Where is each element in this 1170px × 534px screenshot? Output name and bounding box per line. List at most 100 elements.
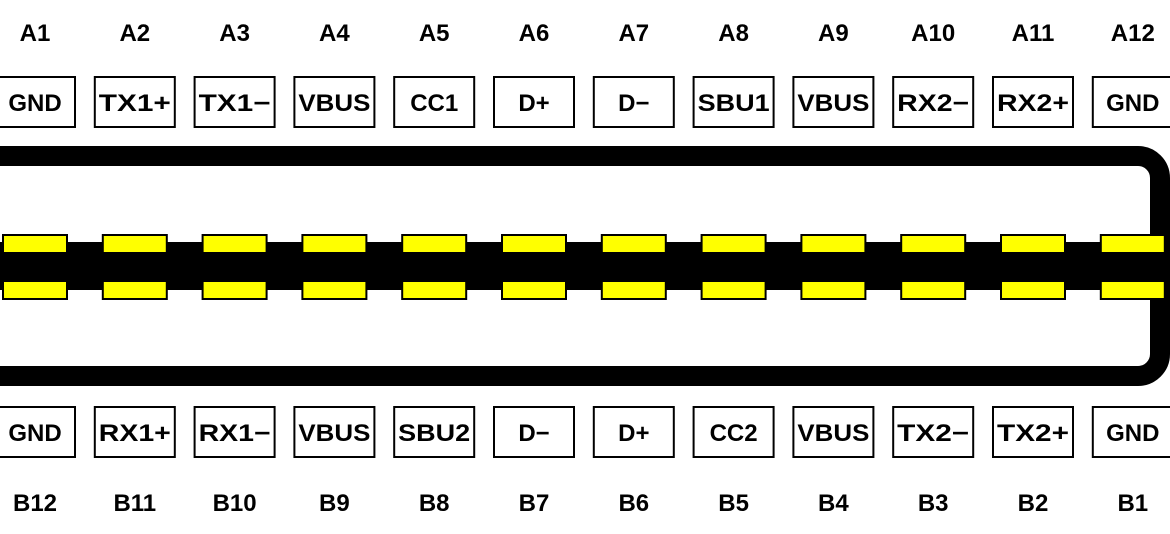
signal-box-a8 [692, 76, 775, 128]
signal-label-b6: D+ [618, 420, 649, 447]
contact-a10 [900, 234, 967, 254]
pin-id-b1: B1 [1117, 490, 1148, 517]
contact-b7 [501, 280, 567, 300]
signal-label-a10: RX2− [897, 90, 969, 117]
signal-box-b11 [93, 406, 176, 458]
signal-box-a12 [1091, 76, 1170, 128]
contact-b11 [101, 280, 168, 300]
signal-label-a6: D+ [518, 90, 549, 117]
contact-a2 [101, 234, 168, 254]
signal-box-b5 [692, 406, 775, 458]
signal-label-a12: GND [1106, 90, 1159, 117]
contact-a5 [401, 234, 468, 254]
signal-label-b2: TX2+ [997, 420, 1069, 447]
bottom-signal-row: GND RX1+ RX1− VBUS SBU2 D− D+ CC2 VBUS TX2− TX2+ GN… [0, 406, 1170, 458]
signal-box-b8 [393, 406, 476, 458]
signal-label-a11: RX2+ [997, 90, 1069, 117]
pin-id-b6: B6 [618, 490, 649, 517]
pin-id-b4: B4 [818, 490, 849, 517]
pin-id-a9: A9 [818, 20, 849, 47]
contact-a8 [700, 234, 767, 254]
pin-id-a5: A5 [419, 20, 450, 47]
pin-id-b11: B11 [113, 490, 156, 517]
signal-label-b9: VBUS [298, 420, 370, 447]
signal-label-b4: VBUS [797, 420, 869, 447]
center-tongue [0, 242, 1170, 290]
pin-id-a7: A7 [618, 20, 649, 47]
contact-b3 [900, 280, 967, 300]
pin-id-b8: B8 [419, 490, 450, 517]
contact-a4 [301, 234, 368, 254]
contact-a1 [2, 234, 68, 254]
contact-b10 [201, 280, 268, 300]
signal-box-b7 [493, 406, 575, 458]
signal-label-a3: TX1− [199, 90, 271, 117]
contact-a9 [800, 234, 867, 254]
contact-b5 [700, 280, 767, 300]
bottom-pin-id-row: B12 B11 B10 B9 B8 B7 B6 B5 B4 B3 B2 B1 [13, 490, 1148, 517]
signal-box-a5 [393, 76, 476, 128]
contact-b12 [2, 280, 68, 300]
contact-a7 [600, 234, 667, 254]
signal-box-b12 [0, 406, 76, 458]
signal-label-a9: VBUS [797, 90, 869, 117]
signal-box-a4 [293, 76, 376, 128]
signal-label-a4: VBUS [298, 90, 370, 117]
pin-id-a3: A3 [219, 20, 250, 47]
signal-box-a10 [892, 76, 975, 128]
pin-id-b3: B3 [918, 490, 949, 517]
contact-a11 [1000, 234, 1066, 254]
signal-box-b4 [792, 406, 875, 458]
contact-b8 [401, 280, 468, 300]
contact-a12 [1099, 234, 1166, 254]
top-pin-id-row: A1 A2 A3 A4 A5 A6 A7 A8 A9 A10 A11 A12 [20, 20, 1155, 47]
pin-id-a1: A1 [20, 20, 51, 47]
signal-label-a5: CC1 [410, 90, 458, 117]
signal-label-b7: D− [518, 420, 549, 447]
contact-a6 [501, 234, 567, 254]
contact-b9 [301, 280, 368, 300]
signal-box-b6 [592, 406, 675, 458]
pin-id-b5: B5 [718, 490, 749, 517]
signal-box-b10 [193, 406, 276, 458]
pin-id-b12: B12 [13, 490, 57, 517]
signal-label-b10: RX1− [199, 420, 271, 447]
signal-box-b3 [892, 406, 975, 458]
pin-id-a8: A8 [718, 20, 749, 47]
contact-b6 [600, 280, 667, 300]
signal-label-b1: GND [1106, 420, 1159, 447]
signal-label-b11: RX1+ [99, 420, 171, 447]
signal-label-b12: GND [8, 420, 61, 447]
pin-id-a6: A6 [519, 20, 550, 47]
contact-a3 [201, 234, 268, 254]
signal-label-b5: CC2 [710, 420, 758, 447]
signal-box-b2 [992, 406, 1074, 458]
signal-box-a3 [193, 76, 276, 128]
signal-label-a1: GND [8, 90, 61, 117]
top-contact-row [2, 234, 1166, 254]
signal-label-b3: TX2− [897, 420, 969, 447]
pin-id-b10: B10 [213, 490, 257, 517]
contact-b1 [1099, 280, 1166, 300]
pin-id-b9: B9 [319, 490, 350, 517]
pin-id-a10: A10 [911, 20, 955, 47]
pin-id-b7: B7 [519, 490, 550, 517]
pin-id-a12: A12 [1111, 20, 1155, 47]
signal-label-a7: D− [618, 90, 649, 117]
pin-id-a4: A4 [319, 20, 350, 47]
pin-id-b2: B2 [1018, 490, 1049, 517]
signal-box-a7 [592, 76, 675, 128]
pin-id-a11: A11 [1012, 20, 1055, 47]
contact-b2 [1000, 280, 1066, 300]
signal-box-b9 [293, 406, 376, 458]
signal-box-a9 [792, 76, 875, 128]
pin-id-a2: A2 [119, 20, 150, 47]
signal-box-b1 [1091, 406, 1170, 458]
signal-box-a1 [0, 76, 76, 128]
signal-label-b8: SBU2 [398, 420, 470, 447]
contact-b4 [800, 280, 867, 300]
bottom-contact-row [2, 280, 1166, 300]
signal-label-a2: TX1+ [99, 90, 171, 117]
